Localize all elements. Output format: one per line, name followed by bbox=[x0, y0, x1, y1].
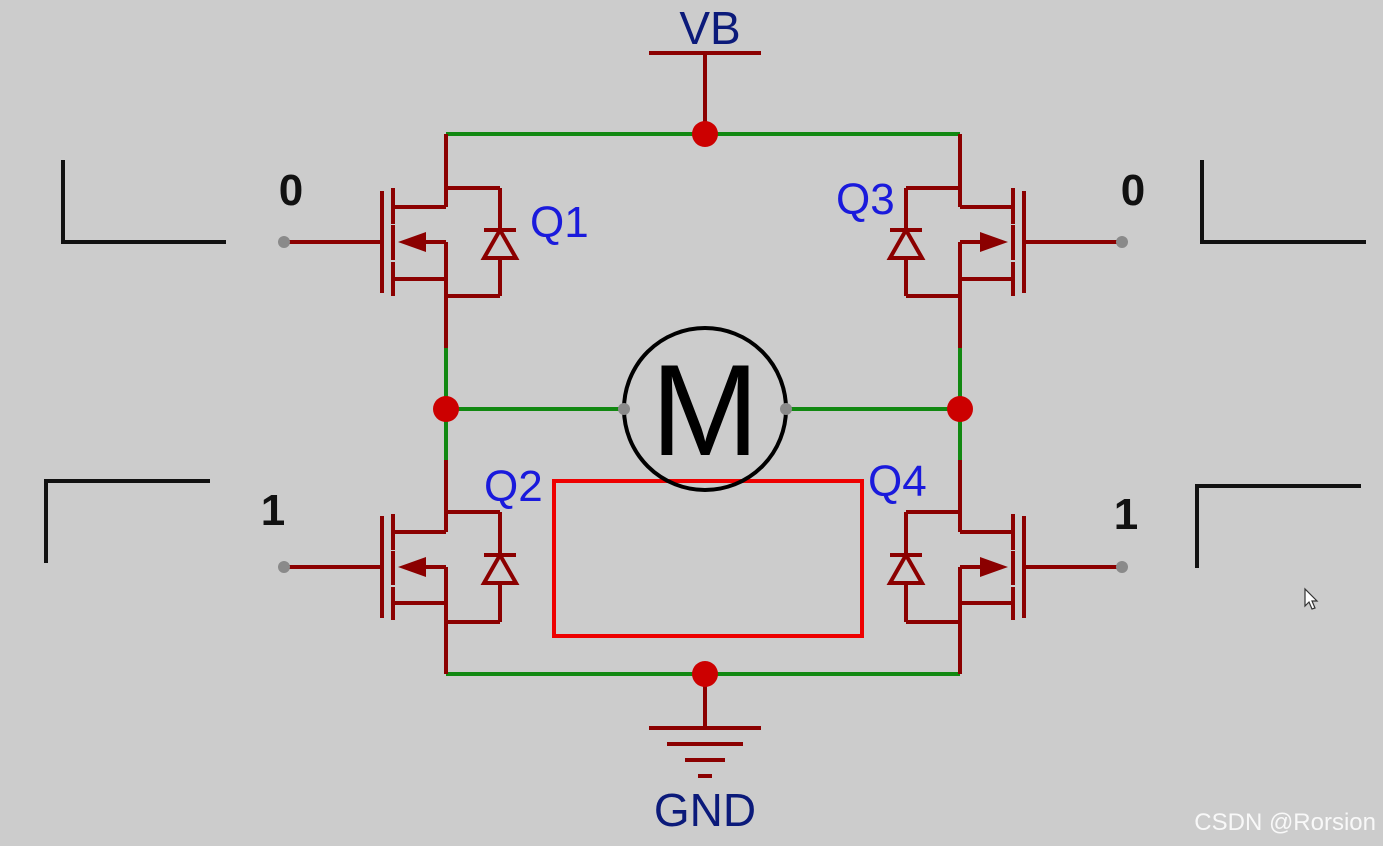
q3-label: Q3 bbox=[836, 175, 895, 224]
q3-gate-pin[interactable] bbox=[1116, 236, 1128, 248]
junction-top bbox=[692, 121, 718, 147]
q2-label: Q2 bbox=[484, 462, 543, 511]
transistor-q4: Q4 bbox=[868, 457, 1124, 624]
motor-pin-left[interactable] bbox=[618, 403, 630, 415]
logic-waveforms bbox=[44, 160, 1366, 568]
supply-label: VB bbox=[679, 2, 740, 54]
junction-right bbox=[947, 396, 973, 422]
q2-gate-pin[interactable] bbox=[278, 561, 290, 573]
ground-terminal: GND bbox=[649, 674, 761, 836]
component-leads bbox=[444, 134, 962, 674]
transistor-q2: Q2 bbox=[282, 462, 543, 624]
q1-logic-state: 0 bbox=[279, 166, 303, 215]
junctions bbox=[433, 121, 973, 687]
q2-logic-state: 1 bbox=[261, 486, 285, 535]
transistor-q3: Q3 bbox=[836, 175, 1124, 298]
q4-label: Q4 bbox=[868, 457, 927, 506]
motor: M bbox=[618, 326, 792, 492]
q4-logic-state: 1 bbox=[1114, 490, 1138, 539]
ground-label: GND bbox=[654, 784, 756, 836]
transistor-q1: Q1 bbox=[282, 186, 589, 298]
supply-terminal: VB bbox=[649, 2, 761, 134]
q1-label: Q1 bbox=[530, 198, 589, 247]
junction-bottom bbox=[692, 661, 718, 687]
high-level-waveform-q2 bbox=[44, 479, 210, 563]
highlight-box bbox=[552, 479, 864, 638]
q4-gate-pin[interactable] bbox=[1116, 561, 1128, 573]
watermark: CSDN @Rorsion bbox=[1194, 809, 1376, 836]
motor-pin-right[interactable] bbox=[780, 403, 792, 415]
q3-logic-state: 0 bbox=[1121, 166, 1145, 215]
low-level-waveform-q3 bbox=[1200, 160, 1366, 244]
q1-gate-pin[interactable] bbox=[278, 236, 290, 248]
motor-label: M bbox=[651, 337, 759, 483]
high-level-waveform-q4 bbox=[1195, 484, 1361, 568]
mouse-cursor-icon bbox=[1304, 587, 1319, 610]
junction-left bbox=[433, 396, 459, 422]
low-level-waveform-q1 bbox=[61, 160, 226, 244]
gate-pins bbox=[278, 236, 1128, 573]
